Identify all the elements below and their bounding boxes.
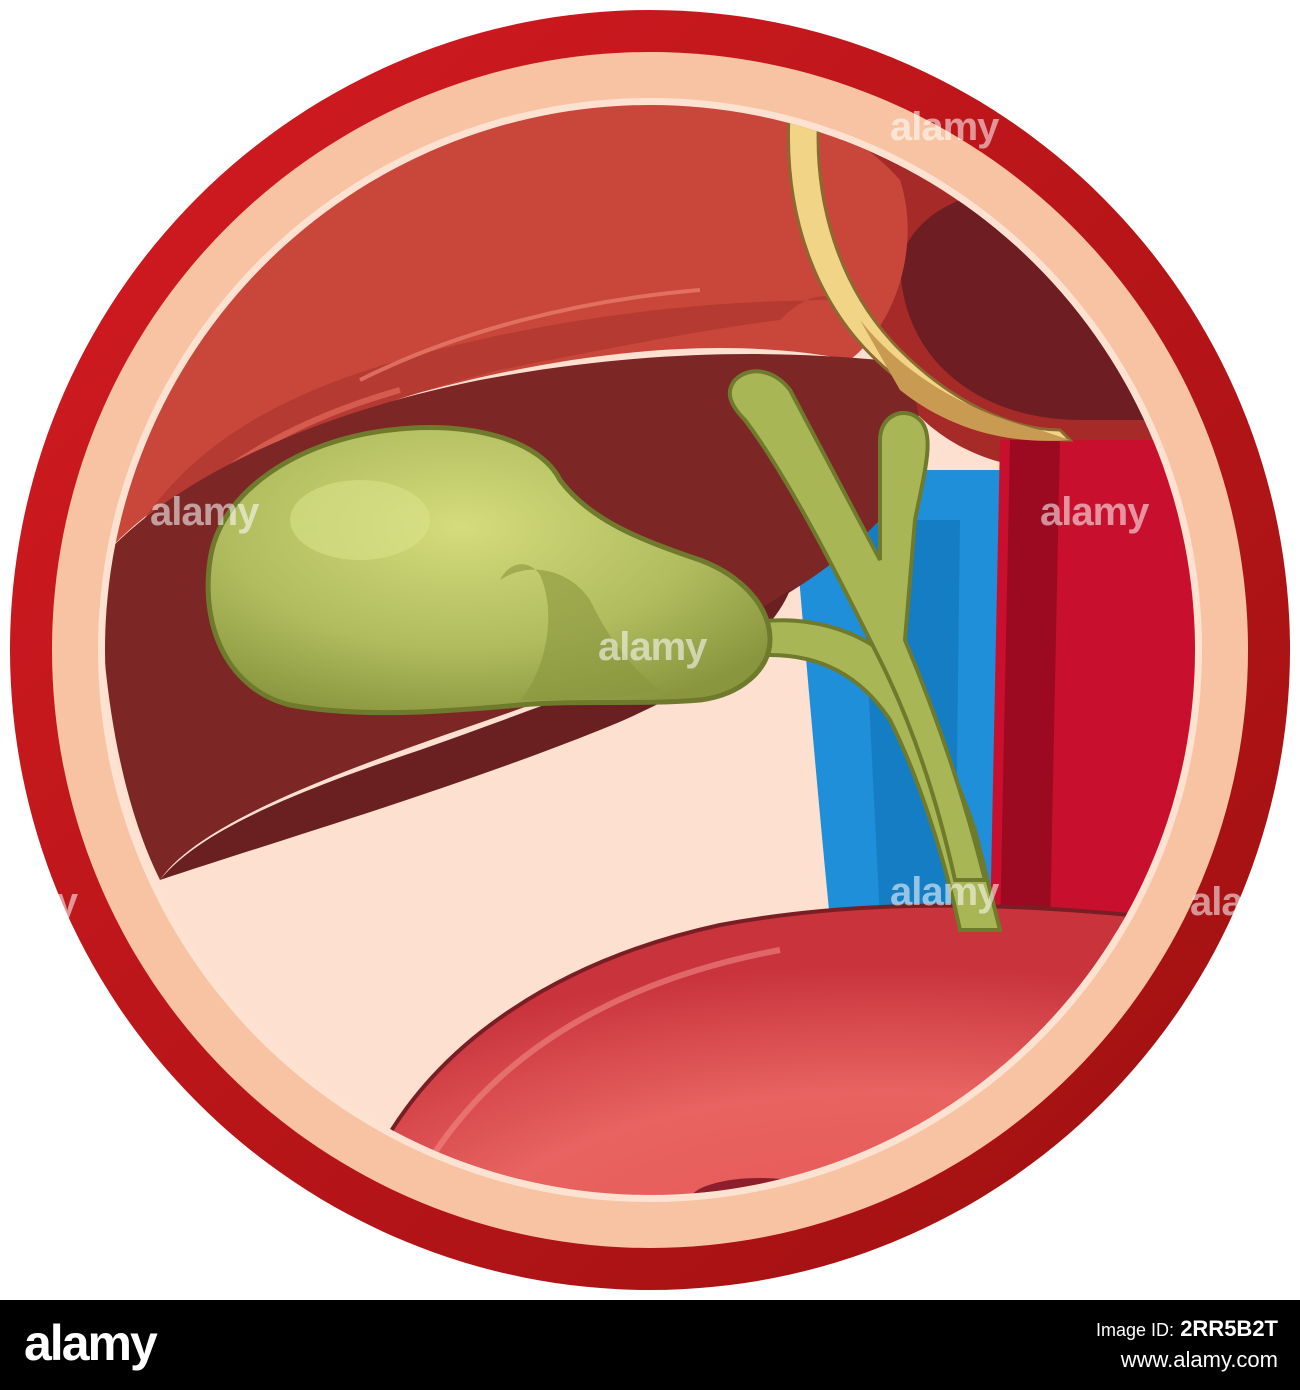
footer-bar: alamy Image ID: 2RR5B2T www.alamy.com (0, 1300, 1300, 1390)
site-url: www.alamy.com (1120, 1347, 1278, 1372)
image-id: 2RR5B2T (1180, 1316, 1278, 1341)
footer-info: Image ID: 2RR5B2T www.alamy.com (1096, 1314, 1278, 1375)
footer-logo: alamy (24, 1315, 158, 1371)
image-id-label: Image ID: (1096, 1320, 1175, 1340)
gallbladder-illustration (10, 10, 1290, 1290)
hepatic-duct (727, 369, 988, 882)
